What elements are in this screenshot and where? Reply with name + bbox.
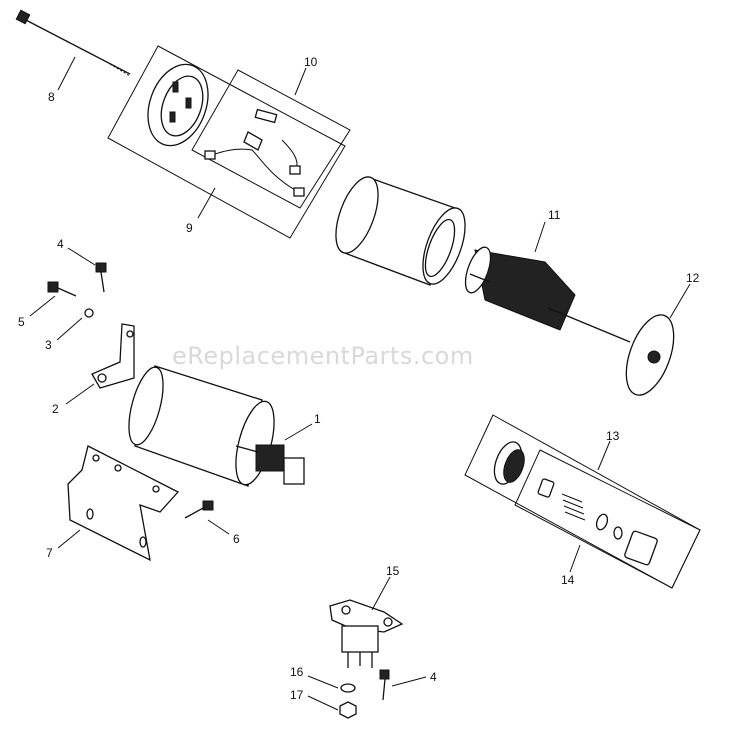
callout-8: 8 (48, 90, 55, 104)
armature-part[interactable] (460, 244, 631, 343)
callout-3: 3 (45, 338, 52, 352)
callout-4-upper: 4 (57, 237, 64, 251)
callout-labels: 8 10 9 11 12 4 5 3 2 1 7 6 13 14 15 16 4… (18, 55, 700, 702)
callout-1: 1 (314, 412, 321, 426)
drive-components-part[interactable] (537, 478, 658, 566)
screw-part[interactable] (47, 281, 77, 297)
nut-part[interactable] (84, 308, 94, 318)
spring-part[interactable] (561, 493, 586, 521)
drive-pinion-part[interactable] (489, 438, 528, 488)
watermark: eReplacementParts.com (172, 342, 474, 370)
callout-15: 15 (386, 564, 400, 578)
callout-2: 2 (52, 402, 59, 416)
drive-kit-box (464, 414, 701, 589)
motor-frame-part[interactable] (327, 172, 473, 290)
callout-7: 7 (46, 546, 53, 560)
leader-lines (29, 56, 691, 711)
callout-13: 13 (606, 429, 620, 443)
solenoid-part[interactable] (329, 599, 404, 668)
end-cap-part[interactable] (137, 56, 218, 154)
callout-9: 9 (186, 221, 193, 235)
drive-components-box (514, 449, 701, 589)
brush-set-part[interactable] (204, 108, 305, 197)
brush-set-box (191, 69, 351, 209)
callout-4-lower: 4 (430, 670, 437, 684)
callout-14: 14 (561, 573, 575, 587)
callout-5: 5 (18, 315, 25, 329)
starter-motor-part[interactable] (122, 364, 305, 489)
hex-bolt-upper-part[interactable] (95, 262, 107, 293)
callout-12: 12 (686, 271, 700, 285)
end-cap-assembly-box (107, 45, 346, 239)
hex-bolt-6-part[interactable] (184, 500, 214, 519)
hex-bolt-lower-part[interactable] (379, 669, 390, 701)
lock-washer-part[interactable] (340, 683, 356, 693)
callout-6: 6 (233, 532, 240, 546)
thrust-washer-part[interactable] (617, 309, 683, 402)
callout-16: 16 (290, 665, 304, 679)
callout-10: 10 (304, 55, 318, 69)
callout-17: 17 (290, 688, 304, 702)
thru-bolt-part[interactable] (15, 9, 131, 77)
mounting-bracket-part[interactable] (91, 323, 135, 389)
mounting-plate-part[interactable] (67, 445, 180, 562)
callout-11: 11 (548, 208, 561, 222)
hex-nut-part[interactable] (339, 701, 357, 719)
